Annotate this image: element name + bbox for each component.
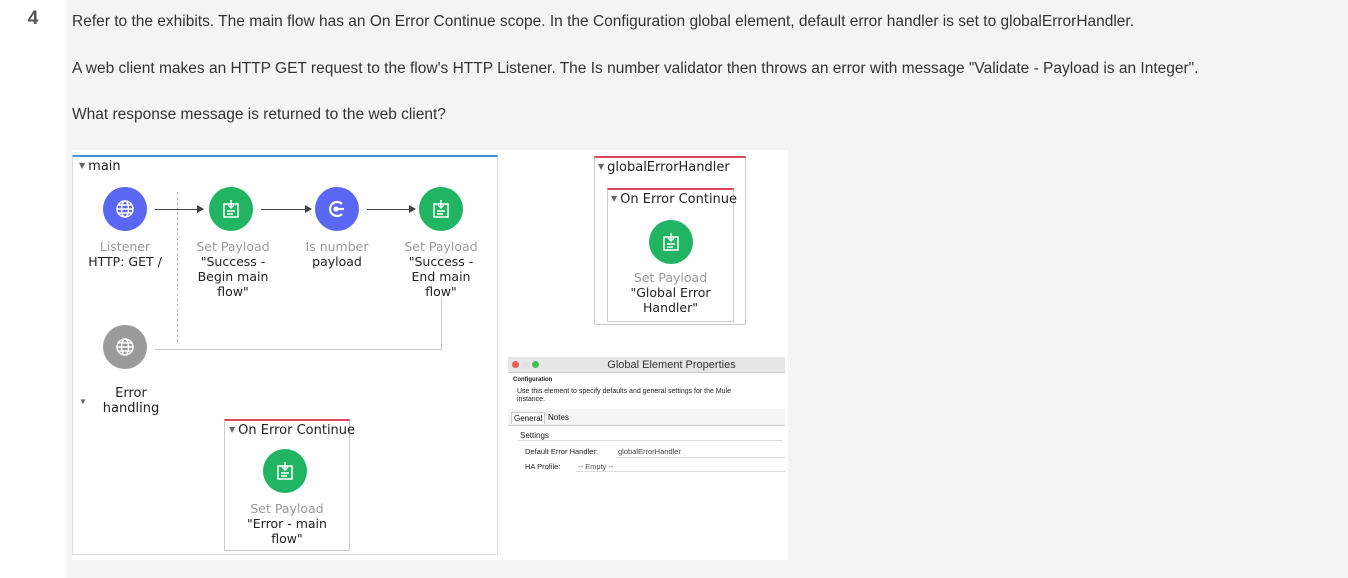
divider: [518, 440, 783, 441]
set-payload-node-2[interactable]: [419, 187, 463, 231]
maximize-window-icon[interactable]: [532, 361, 539, 368]
listener-node[interactable]: [103, 187, 147, 231]
question-prompt: What response message is returned to the…: [72, 106, 446, 123]
flow-arrow: [155, 205, 204, 213]
config-description: Use this element to specify defaults and…: [517, 388, 732, 403]
settings-section-label: Settings: [520, 431, 549, 440]
question-request: A web client makes an HTTP GET request t…: [72, 60, 1199, 77]
dialog-titlebar: Global Element Properties: [508, 357, 785, 373]
set-payload-icon: [433, 200, 449, 218]
collapse-triangle-icon: ▼: [611, 194, 618, 203]
set-payload-node-1[interactable]: [209, 187, 253, 231]
error-set-payload-label: Set Payload"Error - main flow": [247, 501, 327, 546]
is-number-node[interactable]: [315, 187, 359, 231]
ha-profile-label: HA Profile:: [525, 462, 561, 471]
response-node[interactable]: [103, 325, 147, 369]
collapse-triangle-icon: ▼: [229, 425, 236, 434]
default-error-handler-label: Default Error Handler:: [525, 447, 598, 456]
return-path-line: [155, 349, 442, 350]
set-payload-icon: [663, 233, 679, 251]
config-heading: Configuration: [513, 377, 553, 383]
global-error-handler-title: ▼globalErrorHandler: [598, 160, 730, 175]
dialog-title: Global Element Properties: [607, 359, 736, 371]
divider: [616, 457, 785, 458]
global-on-error-continue-scope[interactable]: ▼On Error Continue Set Payload"Global Er…: [607, 188, 738, 322]
scope-title: ▼On Error Continue: [611, 192, 738, 207]
error-handling-label: Error handling: [102, 386, 160, 416]
global-set-payload-node[interactable]: [649, 220, 693, 264]
ha-profile-select[interactable]: -- Empty --: [578, 462, 614, 471]
flow-arrow: [261, 205, 312, 213]
validator-icon: [329, 200, 344, 218]
main-flow-title: ▼main: [79, 159, 121, 174]
flow-arrow: [367, 205, 416, 213]
global-error-handler[interactable]: ▼globalErrorHandler ▼On Error Continue S…: [594, 156, 746, 325]
collapse-triangle-icon: ▼: [79, 161, 86, 170]
minimize-window-icon[interactable]: [522, 361, 529, 368]
scope-title: ▼On Error Continue: [229, 423, 356, 438]
error-set-payload-node[interactable]: [263, 449, 307, 493]
question-number-column: 4: [0, 0, 66, 578]
global-set-payload-label: Set Payload"Global Error Handler": [630, 270, 711, 315]
set-payload-icon: [223, 200, 239, 218]
set-payload-2-label: Set Payload"Success - End main flow": [404, 239, 478, 299]
collapse-triangle-icon: ▼: [598, 162, 605, 171]
default-error-handler-select[interactable]: globalErrorHandler: [618, 447, 681, 456]
set-payload-icon: [277, 462, 293, 480]
question-content: Refer to the exhibits. The main flow has…: [66, 0, 1348, 578]
tab-general[interactable]: General: [511, 412, 546, 424]
question-number: 4: [27, 8, 39, 29]
globe-icon: [116, 200, 134, 218]
question-intro: Refer to the exhibits. The main flow has…: [72, 13, 1135, 30]
globe-icon: [116, 338, 134, 356]
global-element-properties-dialog: Global Element Properties Configuration …: [508, 353, 785, 472]
close-window-icon[interactable]: [512, 361, 519, 368]
return-path-line: [441, 297, 442, 349]
divider: [576, 471, 785, 472]
set-payload-1-label: Set Payload"Success - Begin main flow": [196, 239, 270, 299]
dialog-tabs: General Notes: [508, 409, 785, 426]
source-separator: [177, 192, 178, 342]
tab-notes[interactable]: Notes: [548, 413, 569, 422]
on-error-continue-scope[interactable]: ▼On Error Continue Set Payload"Error - m…: [224, 419, 355, 551]
collapse-triangle-icon[interactable]: ▼: [79, 397, 87, 406]
